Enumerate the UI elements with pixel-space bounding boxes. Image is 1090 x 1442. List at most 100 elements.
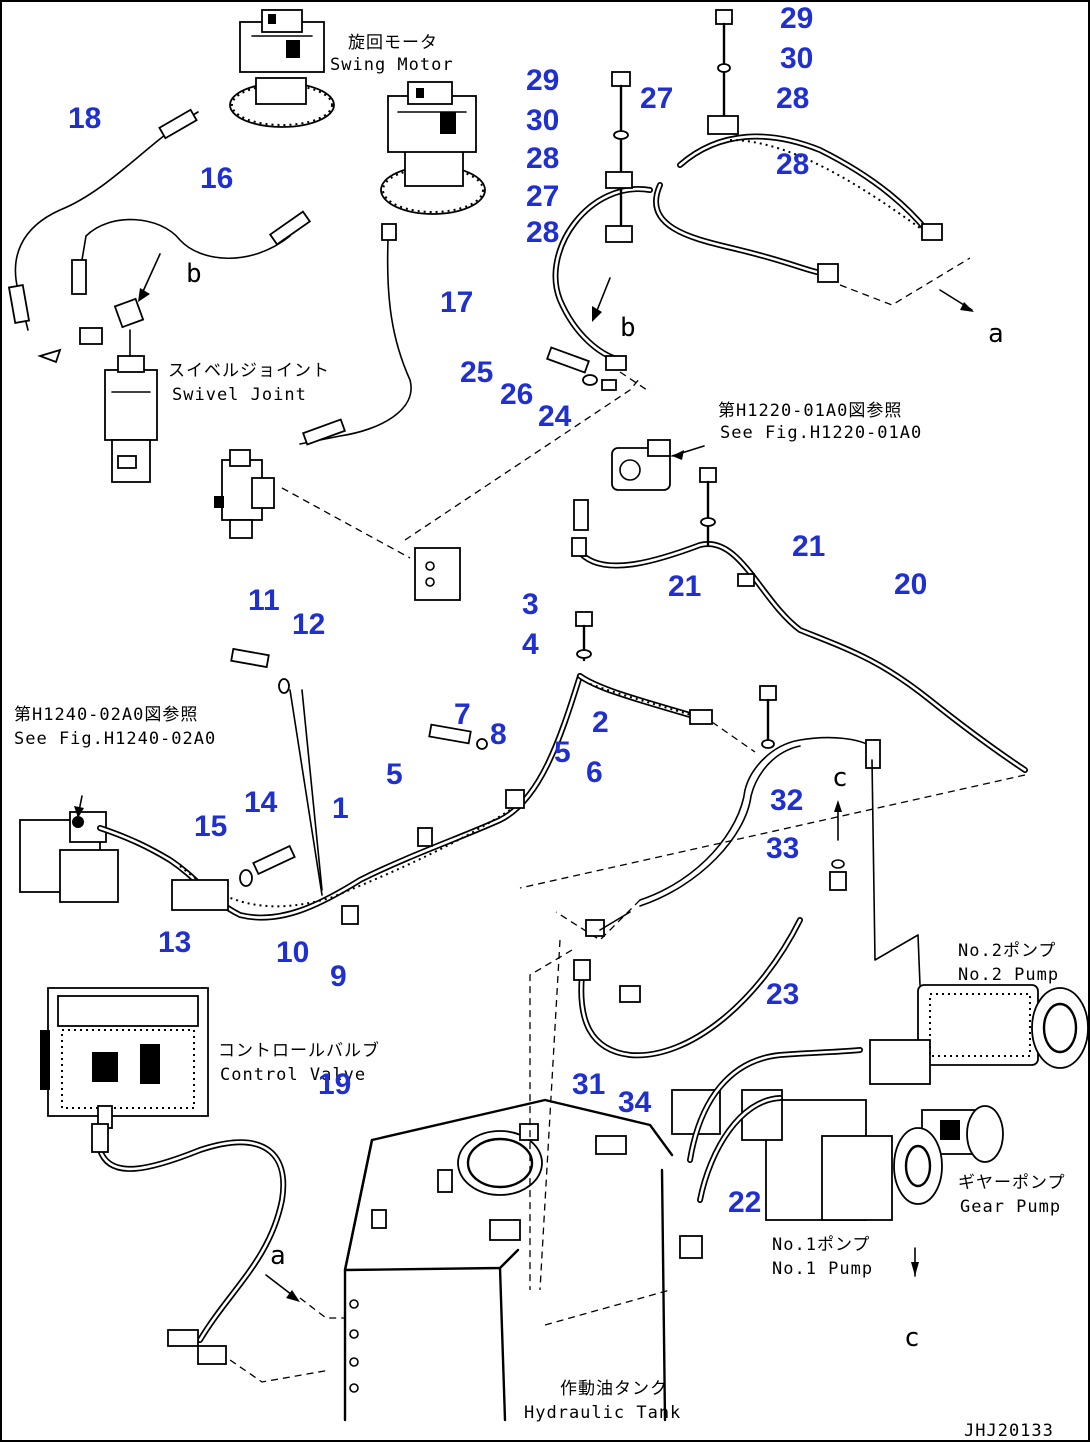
- bolt-21: [699, 467, 755, 587]
- hose-17: [281, 239, 412, 559]
- swing-motor-rear: [229, 9, 335, 128]
- dash-31-link: [529, 949, 573, 1290]
- callout-33: 33: [766, 832, 799, 865]
- callout-numbers: 1 2 3 4 5 5 6 7 8 9 10 11 12 13 14 15 16…: [68, 2, 927, 1219]
- callout-22: 22: [728, 1186, 761, 1219]
- no1-pump-label-en: No.1 Pump: [772, 1259, 873, 1279]
- ring-c: [831, 859, 845, 869]
- gear-pump: [921, 1105, 1004, 1163]
- hydraulic-tank-label-en: Hydraulic Tank: [524, 1403, 681, 1423]
- hose-19: [91, 1123, 345, 1383]
- see-fig-h1240-jp: 第H1240-02A0図参照: [14, 705, 198, 725]
- callout-20: 20: [894, 568, 927, 601]
- clamp-13: [171, 879, 229, 911]
- callout-28c: 28: [526, 142, 559, 175]
- hose-31: [573, 911, 803, 1059]
- hose-2: [577, 673, 756, 753]
- bolt-29-upper: [707, 9, 739, 135]
- callout-32: 32: [770, 784, 803, 817]
- hose-27-b: [552, 186, 653, 371]
- callout-30a: 30: [780, 42, 813, 75]
- gear-pump-label-en: Gear Pump: [960, 1197, 1061, 1217]
- callout-29a: 29: [780, 2, 813, 35]
- swivel-joint-label-jp: スイベルジョイント: [168, 361, 330, 381]
- callout-23: 23: [766, 978, 799, 1011]
- swing-block-valve: [214, 449, 275, 539]
- callout-10: 10: [276, 936, 309, 969]
- callout-21b: 21: [668, 570, 701, 603]
- see-fig-h1240-en: See Fig.H1240-02A0: [14, 729, 216, 749]
- callout-28a: 28: [776, 82, 809, 115]
- bolt-29-lower: [605, 71, 633, 243]
- swing-motor-front: [380, 81, 486, 241]
- arrow-c-head: [834, 800, 842, 812]
- fitting-c: [829, 871, 847, 891]
- callout-25: 25: [460, 356, 493, 389]
- hose-16: [71, 210, 312, 345]
- callout-27a: 27: [640, 82, 673, 115]
- hose-27-lower: [653, 182, 839, 283]
- swivel-joint-label-en: Swivel Joint: [172, 385, 307, 405]
- callout-3: 3: [522, 588, 539, 621]
- callout-1: 1: [332, 792, 349, 825]
- callout-27b: 27: [526, 180, 559, 213]
- callout-30b: 30: [526, 104, 559, 137]
- callout-12: 12: [292, 608, 325, 641]
- bolt-25: [546, 346, 651, 393]
- callout-2: 2: [592, 706, 609, 739]
- see-fig-h1220-en: See Fig.H1220-01A0: [720, 423, 922, 443]
- ref-c-upper: c: [832, 763, 848, 793]
- junction-block: [414, 547, 461, 601]
- swing-motor-label-en: Swing Motor: [330, 55, 454, 75]
- no2-pump-label-en: No.2 Pump: [958, 965, 1059, 985]
- drawing-code: JHJ20133: [964, 1421, 1054, 1441]
- hose-23: [679, 1047, 863, 1259]
- see-fig-h1220-jp: 第H1220-01A0図参照: [718, 401, 902, 421]
- swivel-joint: [104, 297, 158, 483]
- callout-5a: 5: [386, 758, 403, 791]
- dash-31-link-b: [539, 939, 561, 1291]
- callout-4: 4: [522, 628, 539, 661]
- callout-28d: 28: [526, 216, 559, 249]
- bolt-7: [417, 723, 525, 847]
- callout-29b: 29: [526, 64, 559, 97]
- callout-24: 24: [538, 400, 572, 433]
- callout-5b: 5: [554, 736, 571, 769]
- callout-16: 16: [200, 162, 233, 195]
- callout-13: 13: [158, 926, 191, 959]
- no2-pump-label-jp: No.2ポンプ: [958, 941, 1056, 961]
- dash-tank-bottom: [544, 1289, 671, 1326]
- callout-15: 15: [194, 810, 227, 843]
- ref-a-upper: a: [988, 319, 1004, 349]
- ref-b-right: b: [620, 313, 636, 343]
- ref-b-left: b: [186, 259, 202, 289]
- no2-pump: [869, 984, 1089, 1085]
- bolt-11: [230, 647, 323, 896]
- hose-18: [7, 108, 199, 364]
- callout-31: 31: [572, 1068, 605, 1101]
- pilot-valve-h1220: [611, 439, 705, 491]
- swing-motor-label-jp: 旋回モータ: [348, 33, 438, 53]
- control-valve-label-en: Control Valve: [220, 1065, 366, 1085]
- dash-a-link: [839, 257, 971, 306]
- no1-pump: [671, 1089, 943, 1277]
- arrow-a-head: [960, 302, 974, 312]
- control-valve: [40, 987, 209, 1129]
- hydraulic-tank-label-jp: 作動油タンク: [560, 1379, 668, 1399]
- bolt-3: [575, 611, 593, 662]
- callout-21a: 21: [792, 530, 825, 563]
- control-valve-label-jp: コントロールバルブ: [218, 1040, 380, 1061]
- hose-33: [639, 685, 881, 907]
- callout-6: 6: [586, 756, 603, 789]
- callout-11: 11: [248, 584, 280, 617]
- callout-34: 34: [618, 1086, 652, 1119]
- callout-19: 19: [318, 1068, 351, 1101]
- hose-20: [519, 499, 1028, 889]
- no1-pump-label-jp: No.1ポンプ: [772, 1235, 870, 1255]
- ref-a-lower: a: [270, 1241, 286, 1271]
- callout-8: 8: [490, 718, 507, 751]
- callout-14: 14: [244, 786, 278, 819]
- dash-b-link: [404, 377, 641, 541]
